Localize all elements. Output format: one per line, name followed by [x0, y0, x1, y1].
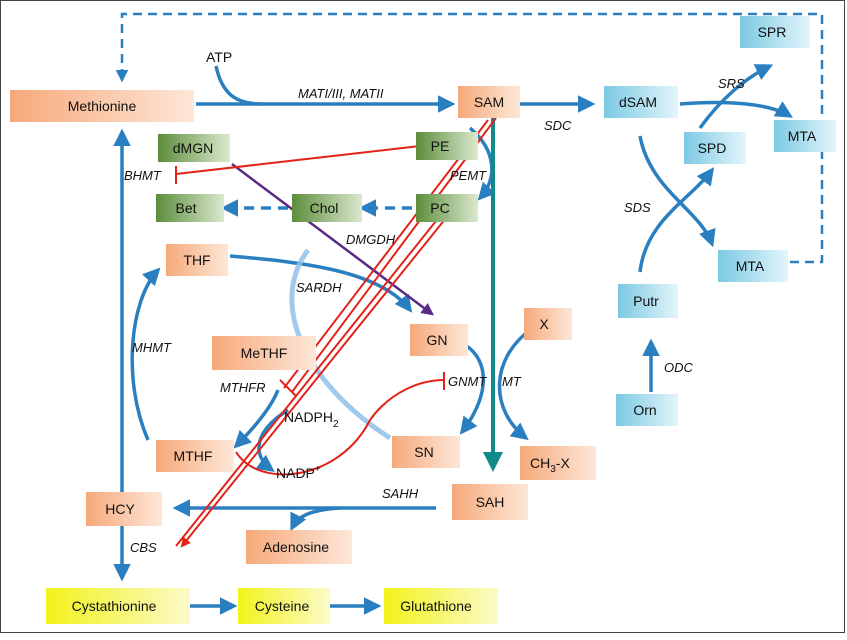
node-pc[interactable]: PC	[416, 194, 478, 222]
node-methionine-label: Methionine	[68, 98, 137, 114]
node-mta-top-label: MTA	[788, 128, 817, 144]
node-glutathione[interactable]: Glutathione	[384, 588, 498, 624]
inhib-mthf-gnmt	[235, 379, 445, 476]
node-thf[interactable]: THF	[166, 244, 228, 276]
enzyme-sardh: SARDH	[296, 280, 342, 295]
node-mta-bottom-label: MTA	[736, 258, 765, 274]
node-sah[interactable]: SAH	[452, 484, 528, 520]
node-x[interactable]: X	[524, 308, 572, 340]
arrow-putr-to-spd	[638, 167, 715, 273]
node-spd[interactable]: SPD	[684, 132, 746, 164]
node-sam-label: SAM	[474, 94, 504, 110]
node-adenosine[interactable]: Adenosine	[246, 530, 352, 564]
arrow-sahh-adenosine	[290, 506, 341, 532]
node-spr[interactable]: SPR	[740, 16, 810, 48]
enzyme-sahh: SAHH	[382, 486, 419, 501]
arrow-dsam-to-mta	[679, 100, 794, 118]
node-spd-label: SPD	[698, 140, 727, 156]
node-gn[interactable]: GN	[410, 324, 468, 356]
arrow-sds-to-mta	[638, 135, 716, 248]
node-x-label: X	[539, 316, 549, 332]
enzyme-pemt: PEMT	[450, 168, 487, 183]
label-atp: ATP	[206, 49, 232, 65]
node-pc-label: PC	[430, 200, 449, 216]
inhib-pe-bhmt	[175, 145, 421, 175]
node-mta-bottom[interactable]: MTA	[718, 250, 788, 282]
node-chol[interactable]: Chol	[292, 194, 362, 222]
node-pe[interactable]: PE	[416, 132, 478, 160]
node-dmgn-label: dMGN	[173, 140, 213, 156]
enzyme-cbs: CBS	[130, 540, 157, 555]
node-cystathionine[interactable]: Cystathionine	[46, 588, 190, 624]
node-bet-label: Bet	[175, 200, 196, 216]
enzyme-bhmt: BHMT	[124, 168, 162, 183]
node-chol-label: Chol	[310, 200, 339, 216]
node-thf-label: THF	[183, 252, 210, 268]
atp-curve	[214, 65, 263, 106]
node-methf-label: MeTHF	[241, 345, 288, 361]
enzyme-dmgdh: DMGDH	[346, 232, 396, 247]
node-sam[interactable]: SAM	[458, 86, 520, 118]
arrow-dmgn-to-gn	[231, 163, 434, 316]
node-putr[interactable]: Putr	[618, 284, 678, 318]
node-methf[interactable]: MeTHF	[212, 336, 316, 370]
arrow-methf-to-mthf	[233, 389, 280, 449]
enzyme-mthfr: MTHFR	[220, 380, 266, 395]
node-cystathionine-label: Cystathionine	[72, 598, 157, 614]
node-hcy-label: HCY	[105, 501, 135, 517]
node-bet[interactable]: Bet	[156, 194, 224, 222]
enzyme-odc: ODC	[664, 360, 694, 375]
node-sn-label: SN	[414, 444, 433, 460]
node-dmgn[interactable]: dMGN	[158, 134, 230, 162]
node-pe-label: PE	[431, 138, 450, 154]
enzyme-mt: MT	[502, 374, 522, 389]
enzyme-gnmt: GNMT	[448, 374, 487, 389]
enzyme-sds: SDS	[624, 200, 651, 215]
node-gn-label: GN	[427, 332, 448, 348]
inhib-mthfr-bar	[279, 379, 297, 397]
node-spr-label: SPR	[758, 24, 787, 40]
node-orn[interactable]: Orn	[616, 394, 678, 426]
node-dsam-label: dSAM	[619, 94, 657, 110]
node-mthf-label: MTHF	[174, 448, 213, 464]
inhib-sam-cbs-1	[175, 215, 441, 547]
enzyme-srs: SRS	[718, 76, 745, 91]
feedback-dashed-arrow	[115, 12, 824, 264]
node-cysteine[interactable]: Cysteine	[238, 588, 330, 624]
node-putr-label: Putr	[633, 293, 659, 309]
arrow-x-to-ch3x	[497, 328, 532, 441]
arrow-mthf-to-thf	[130, 267, 161, 441]
enzyme-sdc: SDC	[544, 118, 572, 133]
node-cysteine-label: Cysteine	[255, 598, 310, 614]
node-sn[interactable]: SN	[392, 436, 460, 468]
node-sah-label: SAH	[476, 494, 505, 510]
node-ch3x-label: CH3-X	[530, 455, 570, 475]
node-adenosine-label: Adenosine	[263, 539, 329, 555]
label-nadp: NADP+	[276, 464, 321, 481]
node-glutathione-label: Glutathione	[400, 598, 472, 614]
inhib-sam-mthfr-2	[291, 117, 497, 393]
node-mta-top[interactable]: MTA	[774, 120, 836, 152]
node-mthf[interactable]: MTHF	[156, 440, 234, 472]
node-methionine[interactable]: Methionine	[10, 90, 194, 122]
node-orn-label: Orn	[633, 402, 656, 418]
inhib-sam-mthfr-1	[283, 119, 489, 389]
node-ch3x[interactable]: CH3-X	[520, 446, 596, 480]
arrow-srs-to-spr	[698, 64, 774, 130]
arrow-thf-to-gn	[229, 254, 413, 313]
inhib-sam-cbs-2	[180, 217, 447, 548]
label-nadph: NADPH2	[284, 409, 339, 430]
node-hcy[interactable]: HCY	[86, 492, 162, 526]
node-dsam[interactable]: dSAM	[604, 86, 678, 118]
enzyme-mat: MATI/III, MATII	[298, 86, 384, 101]
enzyme-mhmt: MHMT	[132, 340, 172, 355]
